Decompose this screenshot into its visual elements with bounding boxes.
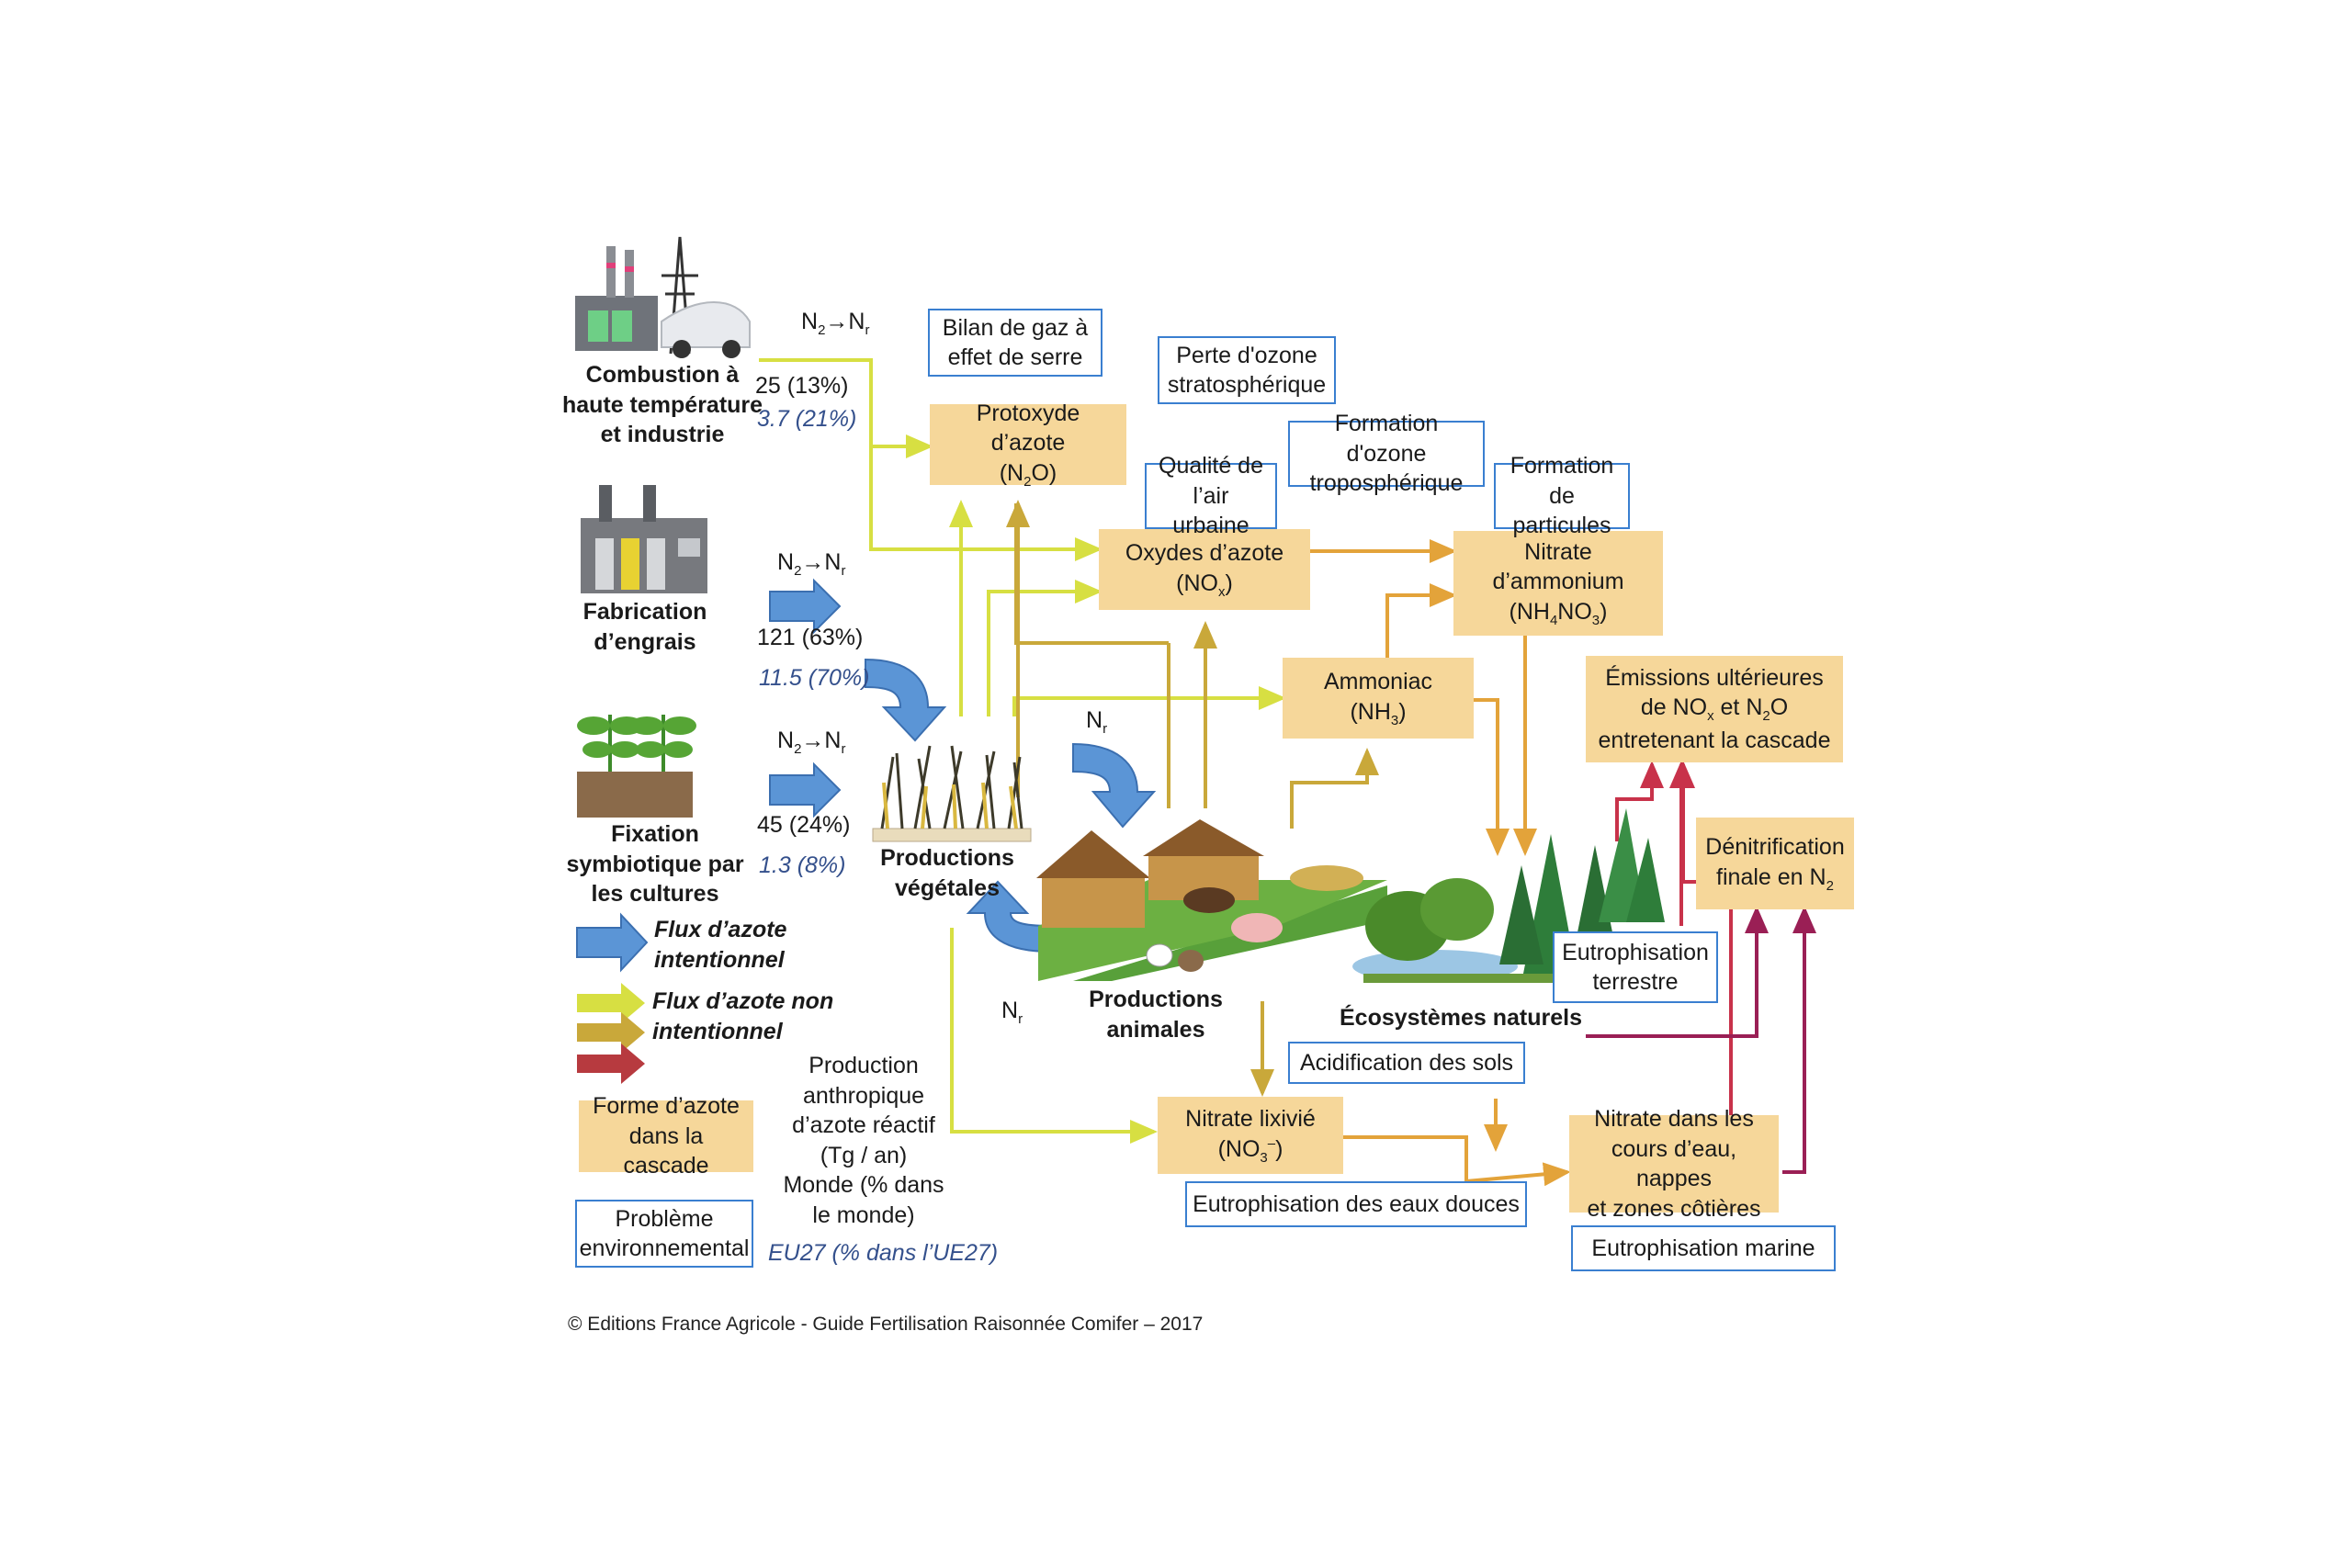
animal-production-label: Productions animales (1089, 987, 1223, 1043)
combustion-flow-arrows (759, 358, 1102, 561)
fixation-eu-value: 1.3 (8%) (759, 852, 846, 878)
fertilizer-label: Fabrication d’engrais (582, 599, 707, 655)
leached-nitrate-box: Nitrate lixivié(NO3–) (1158, 1097, 1343, 1174)
copyright-footer: © Editions France Agricole - Guide Ferti… (568, 1314, 1204, 1335)
animal-flow-arrows (1006, 500, 1379, 1097)
natural-ecosystems-label: Écosystèmes naturels (1339, 1005, 1583, 1031)
nh3-box: Ammoniac(NH3) (1283, 658, 1474, 739)
orange-flow-arrows (1310, 539, 1571, 1187)
combustion-eu-value: 3.7 (21%) (757, 406, 857, 432)
legend-eu-units-text: EU27 (% dans l’UE27) (768, 1240, 999, 1266)
n2o-box: Protoxyde d’azote(N2O) (930, 400, 1126, 490)
fixation-conversion: N2→Nr (777, 728, 846, 757)
fertilizer-conversion: N2→Nr (777, 549, 846, 579)
farm-illustration (1036, 819, 1387, 981)
soil-acidification-problem: Acidification des sols (1288, 1042, 1525, 1084)
legend-arrows (577, 983, 645, 1084)
intentional-flow-arrows (576, 578, 1157, 973)
combustion-conversion: N2→Nr (801, 309, 870, 338)
crops-illustration (872, 745, 1032, 842)
legend-units-text: Production anthropique d’azote réactif (… (783, 1053, 944, 1228)
combustion-label: Combustion à haute température et indust… (561, 362, 763, 447)
fertilizer-plant-illustration (581, 485, 707, 593)
nr-label-lower: Nr (1001, 998, 1023, 1027)
fertilizer-world-value: 121 (63%) (757, 625, 864, 650)
freshwater-eutrophication-problem: Eutrophisation des eaux douces (1185, 1181, 1527, 1227)
fixation-world-value: 45 (24%) (757, 812, 851, 838)
industry-illustration (575, 236, 751, 358)
combustion-world-value: 25 (13%) (755, 373, 849, 399)
crop-production-label: Productions végétales (880, 845, 1014, 901)
crop-flow-arrows (949, 500, 1286, 1144)
marine-eutrophication-problem: Eutrophisation marine (1571, 1225, 1836, 1271)
fertilizer-eu-value: 11.5 (70%) (759, 665, 870, 691)
fixation-label: Fixation symbiotique par les cultures (566, 821, 744, 907)
purple-flow-arrows (1586, 906, 1816, 1174)
nox-box: Oxydes d’azote(NOx) (1099, 529, 1310, 610)
nr-label-upper: Nr (1086, 707, 1108, 737)
legume-plants-illustration (577, 715, 696, 818)
